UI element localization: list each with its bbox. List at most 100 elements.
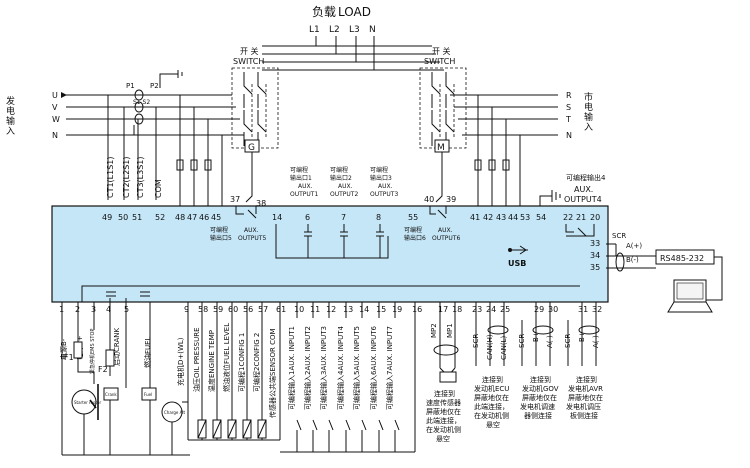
vl-aux-in3: 可编程输入3AUX. INPUT3 — [319, 326, 328, 410]
aux4-en2: OUTPUT4 — [564, 195, 602, 204]
aux-output-contacts — [275, 224, 389, 259]
mains-switch-letter: M — [437, 143, 445, 153]
bterm-24: 24 — [486, 305, 496, 314]
mains-phase-r: R — [566, 91, 572, 100]
term-49: 49 — [102, 213, 112, 222]
starter-label: Starter motor — [74, 400, 102, 405]
rs485-port: 33 34 35 SCR A(+) B(-) RS485-232 — [590, 232, 723, 301]
term-20: 20 — [590, 213, 600, 222]
mp2-label: MP2 — [430, 323, 438, 338]
bterm-57: 57 — [258, 305, 268, 314]
crank-label: Crank — [105, 392, 117, 397]
bterm-23: 23 — [472, 305, 482, 314]
gen-side-1: 发 — [6, 95, 15, 107]
term-53: 53 — [520, 213, 530, 222]
term-35: 35 — [590, 263, 600, 272]
mains-side-4: 入 — [584, 122, 593, 133]
vl-config1: 可编程1CONFIG 1 — [237, 333, 246, 392]
vl-aux-in4: 可编程输入4AUX. INPUT4 — [336, 325, 345, 410]
term-33: 33 — [590, 239, 600, 248]
bterm-58: 58 — [198, 305, 208, 314]
ct-wire-2: CT2(L2S1) — [122, 156, 131, 198]
avr-port: SCR B+ A(-) — [564, 302, 600, 366]
mains-switch-cn: 开 关 — [432, 46, 451, 56]
mains-switch-en: SWITCH — [424, 57, 455, 66]
bterm-56: 56 — [243, 305, 253, 314]
bterm-5: 5 — [124, 305, 129, 314]
relay-40-39: 40 39 可编程 输出口6 AUX. OUTPUT6 — [404, 195, 460, 242]
term-22: 22 — [563, 213, 573, 222]
load-phase-l2: L2 — [329, 25, 340, 35]
vl-aux-in1: 可编程输入1AUX. INPUT1 — [287, 326, 296, 410]
bterm-17: 17 — [438, 305, 448, 314]
aux3-cn: 可编程 — [370, 166, 388, 174]
bterm-29: 29 — [534, 305, 544, 314]
bterm-12: 12 — [326, 305, 336, 314]
relay-38: 38 — [256, 199, 266, 208]
usb-icon: USB — [508, 245, 528, 268]
term-46: 46 — [199, 213, 209, 222]
term-34: 34 — [590, 251, 600, 260]
aux4-en: AUX. — [574, 185, 593, 194]
mains-phase-t: T — [565, 115, 571, 124]
gov-port: SCR B+ A(-) — [518, 302, 554, 366]
term-48: 48 — [175, 213, 185, 222]
gen-phase-w: W — [52, 115, 60, 124]
aux-outputs: 可编程 输出口1 AUX. OUTPUT1 可编程 输出口2 AUX. OUTP… — [290, 166, 398, 198]
ct-wire-1: CT1(L1S1) — [106, 156, 115, 198]
fuel-label: Fuel — [144, 392, 152, 397]
term-21: 21 — [576, 213, 586, 222]
vl-aux-in2: 可编程输入2AUX. INPUT2 — [303, 326, 312, 410]
rs485-label: RS485-232 — [660, 254, 704, 263]
aux1-en: AUX. — [298, 183, 313, 190]
vl-charger: 充电机D+(WL) — [176, 337, 185, 386]
term-47: 47 — [187, 213, 197, 222]
mains-side-2: 电 — [584, 101, 593, 113]
gen-phase-u: U — [52, 91, 58, 100]
rs485-a: A(+) — [626, 242, 642, 250]
aux2-cn2: 输出口2 — [330, 174, 352, 182]
term-50: 50 — [118, 213, 128, 222]
mp1-label: MP1 — [446, 323, 454, 338]
vl-aux-in6: 可编程输入6AUX. INPUT6 — [369, 325, 378, 410]
term-45: 45 — [211, 213, 221, 222]
vl-sensor-com: 传感器公共端SENSOR COM — [268, 328, 277, 418]
vl-fuel-level: 燃油液位FUEL LEVEL — [222, 323, 231, 392]
laptop-icon — [667, 279, 713, 313]
sensor-resistors — [188, 419, 280, 441]
term-41: 41 — [470, 213, 480, 222]
bterm-32: 32 — [592, 305, 602, 314]
power-devices: F1 F2 Starter motor Crank Fuel Charge Al… — [62, 302, 190, 456]
bterm-14b: 14 — [359, 305, 369, 314]
ct-p2: P2 — [150, 82, 159, 90]
relay-40-39-cn: 可编程 — [404, 226, 422, 234]
aux4-cn: 可编程输出4 — [566, 173, 606, 182]
vl-fuel: 燃油FUEL — [143, 336, 152, 368]
term-44: 44 — [508, 213, 518, 222]
relay-37: 37 — [230, 195, 240, 204]
gen-side-3: 输 — [6, 115, 15, 127]
vl-aux-in5: 可编程输入5AUX. INPUT5 — [352, 326, 361, 410]
vl-config2: 可编程2CONFIG 2 — [252, 333, 261, 392]
aux3-en2: OUTPUT3 — [370, 191, 398, 198]
relay-40-39-en2: OUTPUT6 — [432, 235, 460, 242]
term-55: 55 — [408, 213, 418, 222]
bterm-59: 59 — [213, 305, 223, 314]
mains-busbars: R S T N 市 电 输 入 — [450, 91, 593, 140]
ct-s1s2: S1 S2 — [133, 99, 150, 106]
bterm-16: 16 — [412, 305, 422, 314]
bterm-9: 9 — [184, 305, 189, 314]
term-43: 43 — [496, 213, 506, 222]
load-phase-n: N — [369, 25, 376, 35]
title-cn: 负载 — [312, 5, 336, 19]
usb-label: USB — [508, 259, 526, 268]
vl-power-bminus: 电源B- — [59, 338, 68, 360]
can-ecu: SCR CAN(H) CAN(L) — [472, 302, 509, 366]
term-42: 42 — [483, 213, 493, 222]
gen-switch: 开 关 SWITCH G — [231, 46, 279, 208]
aux2-cn: 可编程 — [330, 166, 348, 174]
load-phase-l3: L3 — [349, 25, 360, 35]
notes: 连接到 速度传感器 屏蔽地仅在 此端连接， 在发动机侧 悬空 连接到 发动机EC… — [426, 375, 603, 443]
bterm-31: 31 — [578, 305, 588, 314]
